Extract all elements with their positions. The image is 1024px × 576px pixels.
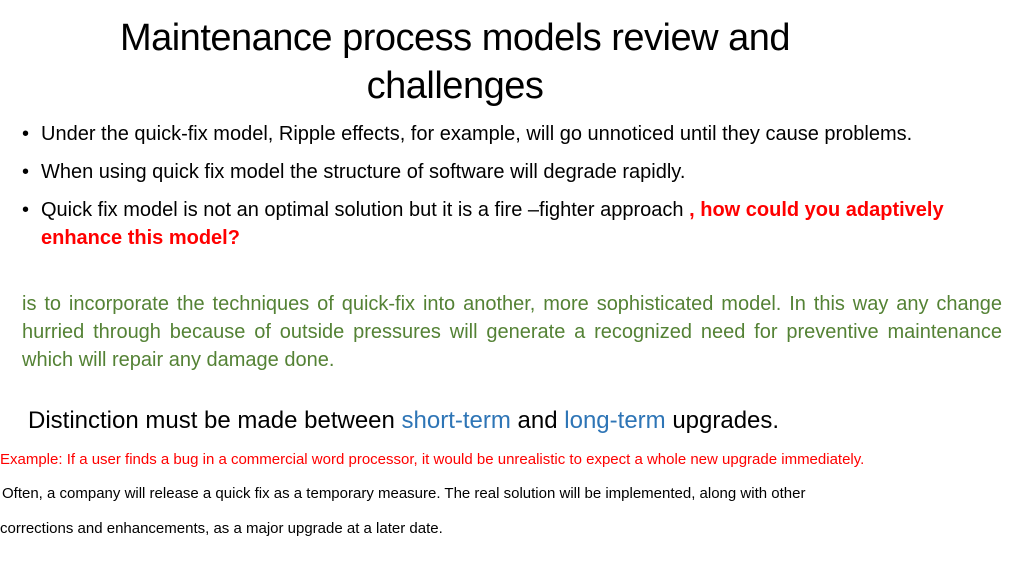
short-term-term: short-term [401, 407, 511, 434]
note-line-2: corrections and enhancements, as a major… [0, 520, 443, 537]
distinction-text-1: Distinction must be made between [28, 407, 402, 434]
distinction-statement: Distinction must be made between short-t… [28, 404, 1008, 438]
bullet-text: When using quick fix model the structure… [41, 161, 686, 183]
highlight-question: , how could you adaptively enhance this … [41, 199, 944, 249]
note-line-1: Often, a company will release a quick fi… [2, 485, 806, 502]
example-line: Example: If a user finds a bug in a comm… [0, 451, 865, 468]
bullet-item: When using quick fix model the structure… [22, 158, 1007, 186]
distinction-text-2: and [510, 407, 565, 434]
slide-title: Maintenance process models review and ch… [40, 14, 870, 110]
green-answer-paragraph: is to incorporate the techniques of quic… [22, 293, 1002, 371]
slide-title-line-1: Maintenance process models review and [119, 17, 791, 59]
bullet-item: Quick fix model is not an optimal soluti… [22, 196, 1007, 252]
long-term-term: long-term [564, 407, 666, 434]
slide-title-line-2: challenges [366, 65, 544, 107]
distinction-text-3: upgrades. [665, 407, 780, 434]
bullet-text: Under the quick-fix model, Ripple effect… [41, 123, 913, 145]
bullet-item: Under the quick-fix model, Ripple effect… [22, 120, 1007, 148]
bullet-text: Quick fix model is not an optimal soluti… [41, 199, 690, 221]
bullet-list: Under the quick-fix model, Ripple effect… [22, 120, 1007, 262]
